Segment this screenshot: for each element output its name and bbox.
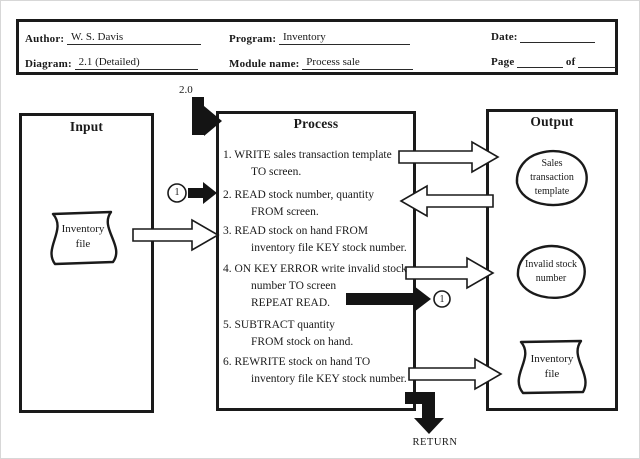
- return-label: RETURN: [412, 437, 458, 448]
- sales-line-1: Sales: [541, 158, 563, 169]
- input-file-line-1: Inventory: [61, 223, 105, 235]
- output-file-line-2: file: [544, 368, 560, 380]
- author-field: Author: W. S. Davis: [25, 31, 202, 45]
- output-inventory-file-shape: [517, 339, 587, 395]
- connector-right-arrow: [346, 286, 431, 312]
- arrow-write-template-to-output: [398, 140, 500, 174]
- process-step-5: 5. SUBTRACT quantity FROM stock on hand.: [223, 317, 353, 351]
- step-5-line-2: FROM stock on hand.: [251, 336, 354, 348]
- header-form-box: Author: W. S. Davis Program: Inventory D…: [16, 19, 618, 75]
- date-label: Date:: [491, 31, 518, 43]
- step-6-line-1: 6. REWRITE stock on hand TO: [223, 356, 371, 368]
- program-field: Program: Inventory: [229, 31, 410, 45]
- invalid-line-1: Invalid stock: [525, 259, 577, 270]
- output-file-line-1: Inventory: [530, 353, 574, 365]
- process-step-4: 4. ON KEY ERROR write invalid stock numb…: [223, 261, 407, 312]
- step-4-line-2: number TO screen: [251, 280, 337, 292]
- module-name-value: Process sale: [302, 56, 414, 70]
- input-column-title: Input: [69, 119, 104, 134]
- step-3-line-1: 3. READ stock on hand FROM: [223, 225, 369, 237]
- diagram-label: Diagram:: [25, 58, 72, 70]
- step-4-line-1: 4. ON KEY ERROR write invalid stock: [223, 263, 407, 275]
- author-value: W. S. Davis: [67, 31, 202, 45]
- date-value: [520, 42, 596, 43]
- arrow-read-from-screen: [399, 184, 494, 218]
- program-value: Inventory: [278, 31, 410, 45]
- step-6-line-2: inventory file KEY stock number.: [251, 373, 407, 385]
- step-1-line-2: TO screen.: [251, 166, 302, 178]
- author-label: Author:: [25, 33, 65, 45]
- process-step-3: 3. READ stock on hand FROM inventory fil…: [223, 223, 407, 257]
- output-invalid-stock-label: Invalid stock number: [512, 258, 590, 286]
- page-number-blank: [517, 56, 564, 68]
- connector-left-number: 1: [174, 187, 180, 198]
- step-2-line-2: FROM screen.: [251, 206, 319, 218]
- date-field: Date:: [491, 31, 596, 43]
- arrow-input-to-process: [132, 218, 220, 252]
- connector-left-circle: [167, 183, 187, 203]
- process-step-2: 2. READ stock number, quantity FROM scre…: [223, 187, 374, 221]
- return-elbow-vertical: [422, 392, 435, 419]
- module-name-field: Module name: Process sale: [229, 56, 414, 70]
- connector-right-circle: [433, 290, 451, 308]
- program-label: Program:: [229, 33, 277, 45]
- step-1-line-1: 1. WRITE sales transaction template: [223, 149, 392, 161]
- sales-line-3: template: [534, 186, 570, 197]
- page-of-label: of: [565, 56, 576, 68]
- output-column-title: Output: [530, 114, 574, 129]
- arrow-invalid-stock-to-output: [405, 256, 495, 290]
- module-name-label: Module name:: [229, 58, 300, 70]
- process-column-title: Process: [293, 116, 339, 131]
- diagram-field: Diagram: 2.1 (Detailed): [25, 56, 198, 70]
- step-3-line-2: inventory file KEY stock number.: [251, 242, 407, 254]
- input-inventory-file-label: Inventory file: [50, 222, 116, 252]
- process-column-box: Process: [216, 111, 416, 411]
- input-file-line-2: file: [75, 238, 91, 250]
- invalid-line-2: number: [535, 273, 567, 284]
- entry-elbow-arrowhead: [204, 106, 222, 136]
- connector-right-number: 1: [439, 294, 445, 305]
- step-4-line-3: REPEAT READ.: [251, 297, 331, 309]
- arrow-rewrite-to-inventory-file: [408, 357, 503, 391]
- step-5-line-1: 5. SUBTRACT quantity: [223, 319, 335, 331]
- input-inventory-file-shape: [50, 210, 118, 266]
- sales-line-2: transaction: [530, 172, 574, 183]
- output-sales-template-label: Sales transaction template: [514, 157, 590, 199]
- step-2-line-1: 2. READ stock number, quantity: [223, 189, 374, 201]
- connector-left-arrow: [188, 182, 217, 204]
- output-invalid-stock-shape: [516, 244, 586, 299]
- output-inventory-file-label: Inventory file: [519, 352, 585, 382]
- entry-elbow-arrow: [192, 97, 204, 135]
- process-step-1: 1. WRITE sales transaction template TO s…: [223, 147, 392, 181]
- output-sales-template-shape: [515, 149, 588, 207]
- return-elbow-arrowhead: [414, 418, 444, 434]
- diagram-value: 2.1 (Detailed): [74, 56, 198, 70]
- page-field: Page of: [491, 56, 617, 68]
- page-label: Page: [491, 56, 515, 68]
- page-total-blank: [578, 56, 617, 68]
- entry-module-number-label: 2.0: [179, 84, 193, 96]
- process-step-6: 6. REWRITE stock on hand TO inventory fi…: [223, 354, 407, 388]
